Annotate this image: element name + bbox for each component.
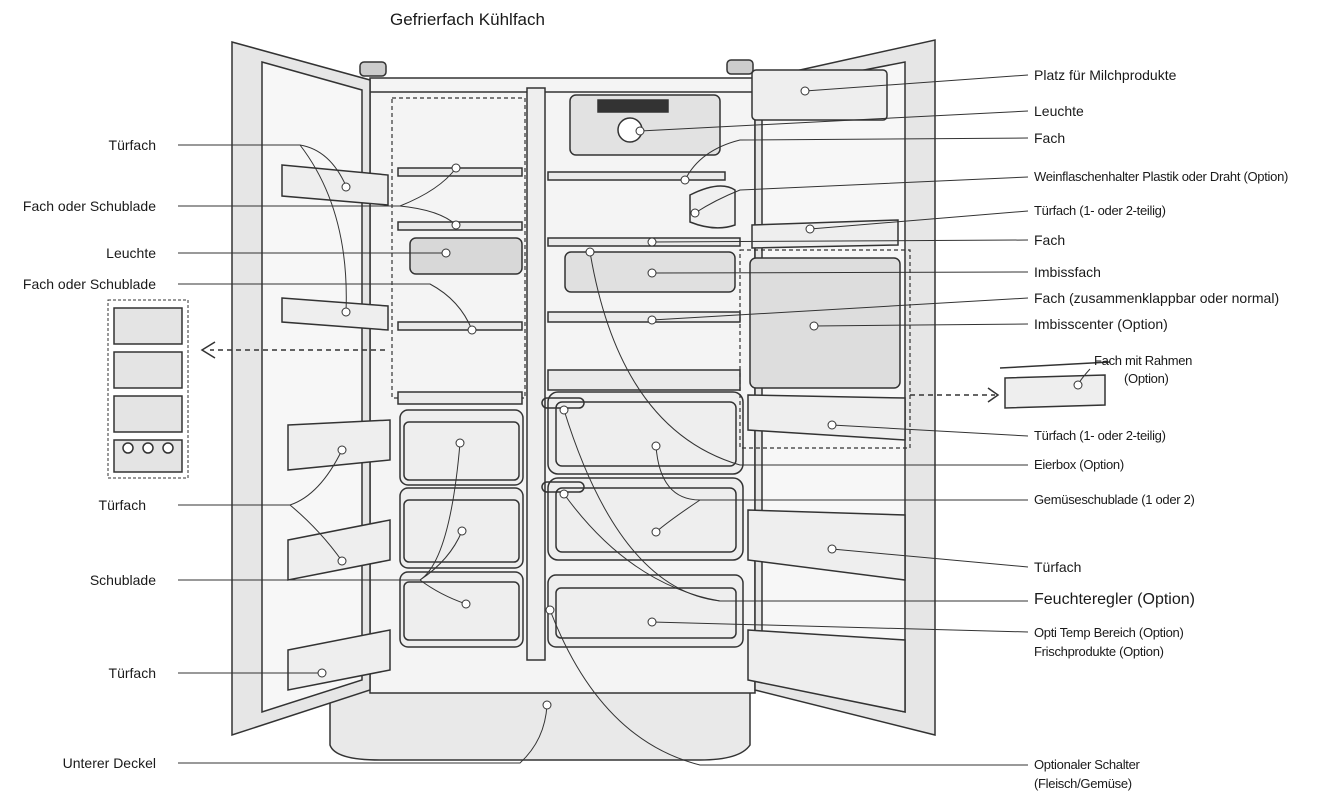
freezer-shelves bbox=[397, 167, 523, 405]
inset-panel bbox=[107, 299, 189, 479]
label-fleisch-gemuese: (Fleisch/Gemüse) bbox=[1034, 776, 1132, 791]
label-milchprodukte: Platz für Milchprodukte bbox=[1034, 67, 1177, 83]
label-fach-mit-rahmen-option: (Option) bbox=[1124, 371, 1169, 386]
tray-with-frame bbox=[1004, 374, 1106, 409]
label-imbissfach: Imbissfach bbox=[1034, 264, 1101, 280]
label-fach-mit-rahmen: Fach mit Rahmen bbox=[1094, 353, 1193, 368]
label-feuchteregler: Feuchteregler (Option) bbox=[1034, 591, 1195, 608]
label-gemueseschublade: Gemüseschublade (1 oder 2) bbox=[1034, 492, 1195, 507]
left-door-bins bbox=[281, 164, 391, 691]
label-tuerfach-left-3: Türfach bbox=[108, 665, 156, 681]
label-optionaler-schalter: Optionaler Schalter bbox=[1034, 757, 1140, 772]
label-eierbox: Eierbox (Option) bbox=[1034, 457, 1124, 472]
callout-dots bbox=[317, 86, 1083, 710]
label-tuerfach-right-1: Türfach (1- oder 2-teilig) bbox=[1034, 203, 1166, 218]
label-frischprodukte: Frischprodukte (Option) bbox=[1034, 644, 1164, 659]
label-opti-temp: Opti Temp Bereich (Option) bbox=[1034, 625, 1184, 640]
right-door-bins bbox=[747, 69, 906, 713]
label-unterer-deckel: Unterer Deckel bbox=[62, 755, 156, 771]
label-schublade: Schublade bbox=[89, 572, 156, 588]
label-fach-oder-schublade-1: Fach oder Schublade bbox=[22, 198, 156, 214]
snack-center-dashed bbox=[739, 249, 911, 449]
label-fach-zusammenklappbar: Fach (zusammenklappbar oder normal) bbox=[1034, 290, 1280, 306]
label-fach-oder-schublade-2: Fach oder Schublade bbox=[22, 276, 156, 292]
label-leuchte-left: Leuchte bbox=[106, 245, 156, 261]
diagram-title: Gefrierfach Kühlfach bbox=[390, 10, 545, 29]
label-tuerfach-left-2: Türfach bbox=[98, 497, 146, 513]
fridge-drawers bbox=[547, 391, 744, 648]
label-tuerfach-left-1: Türfach bbox=[108, 137, 156, 153]
label-weinflaschenhalter: Weinflaschenhalter Plastik oder Draht (O… bbox=[1034, 169, 1289, 184]
wine-holder bbox=[689, 185, 736, 229]
base-cover bbox=[329, 689, 751, 761]
center-divider bbox=[526, 87, 546, 661]
label-tuerfach-right-3: Türfach bbox=[1034, 559, 1082, 575]
label-leuchte-right: Leuchte bbox=[1034, 103, 1084, 119]
label-imbisscenter: Imbisscenter (Option) bbox=[1034, 316, 1168, 332]
label-tuerfach-right-2: Türfach (1- oder 2-teilig) bbox=[1034, 428, 1166, 443]
leader-lines bbox=[178, 74, 1091, 766]
label-fach-right-1: Fach bbox=[1034, 130, 1066, 146]
label-fach-right-2: Fach bbox=[1034, 232, 1066, 248]
